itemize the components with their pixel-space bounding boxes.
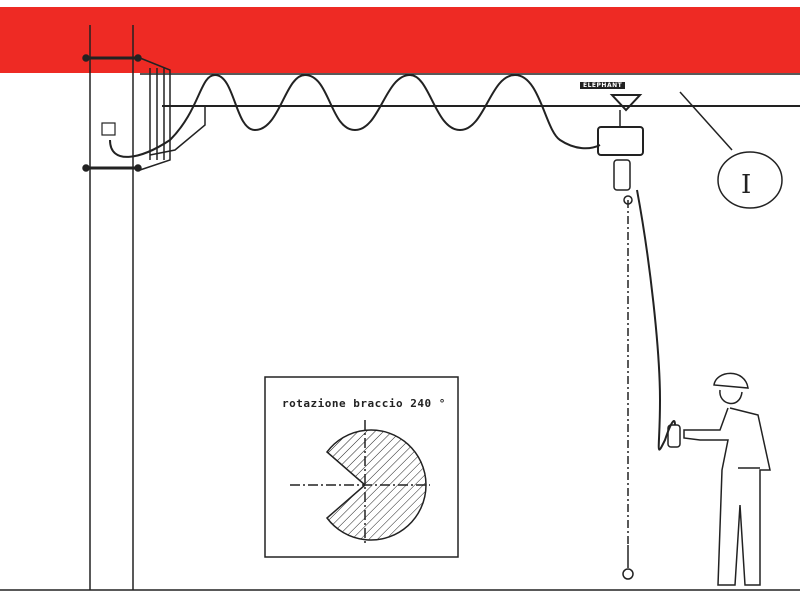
festoon-cable (109, 73, 601, 158)
trolley (609, 94, 643, 112)
hook (622, 568, 634, 580)
rotation-caption: rotazione braccio 240 ° (282, 397, 446, 410)
pendant-cable (636, 189, 676, 451)
hoist-body (597, 126, 644, 156)
hoist-logo: ELEPHANT (580, 82, 626, 89)
beam-profile-label: I (741, 170, 752, 200)
junction-box (101, 122, 116, 136)
pendant-control (667, 424, 681, 448)
rotation-diagram-box (264, 376, 459, 558)
beam-profile-callout (717, 151, 783, 209)
operator-figure (683, 372, 771, 586)
wall-band (0, 7, 800, 73)
